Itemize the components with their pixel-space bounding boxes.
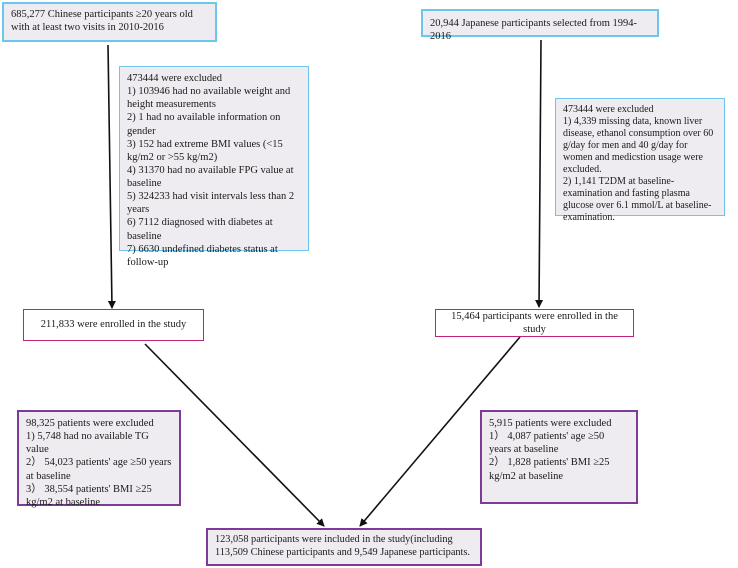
chinese-excluded-item: 7) 6630 undefined diabetes status at fol… <box>127 243 278 268</box>
chinese-excluded-item: 6) 7112 diagnosed with diabetes at basel… <box>127 217 273 242</box>
chinese-excluded2-item: 1) 5,748 had no available TG value <box>26 431 149 456</box>
final-included-text: 123,058 participants were included in th… <box>215 534 470 558</box>
chinese-excluded-item: 2) 1 had no available information on gen… <box>127 112 281 137</box>
japanese-enrolled-box: 15,464 participants were enrolled in the… <box>435 309 634 337</box>
chinese-excluded-header: 473444 were excluded <box>127 73 223 84</box>
japanese-start-box: 20,944 Japanese participants selected fr… <box>421 9 659 42</box>
chinese-enrolled-text: 211,833 were enrolled in the study <box>40 319 187 331</box>
japanese-excluded-header: 473444 were excluded <box>563 104 654 115</box>
arrow-japanese-enrolled-to-final <box>359 336 521 527</box>
chinese-start-box: 685,277 Chinese participants ≥20 years o… <box>2 2 217 42</box>
japanese-excluded-item: 2) 1,141 T2DM at baseline-examination an… <box>563 176 712 223</box>
japanese-excluded2-item: 2） 1,828 patients' BMI ≥25 kg/m2 at base… <box>489 457 610 482</box>
chinese-excluded-item: 5) 324233 had visit intervals less than … <box>127 191 295 216</box>
chinese-excluded-item: 1) 103946 had no available weight and he… <box>127 86 291 111</box>
chinese-excluded2-item: 2） 54,023 patients' age ≥50 years at bas… <box>26 457 172 482</box>
japanese-excluded-box: 473444 were excluded 1) 4,339 missing da… <box>555 98 725 223</box>
arrow-chinese-start-to-enrolled <box>107 44 116 309</box>
chinese-excluded-item: 3) 152 had extreme BMI values (<15 kg/m2… <box>127 138 283 163</box>
chinese-excluded2-header: 98,325 patients were excluded <box>26 418 154 429</box>
japanese-start-text: 20,944 Japanese participants selected fr… <box>430 18 638 43</box>
chinese-excluded2-item: 3） 38,554 patients' BMI ≥25 kg/m2 at bas… <box>26 483 152 508</box>
japanese-excluded2-header: 5,915 patients were excluded <box>489 418 612 429</box>
japanese-excluded2-box: 5,915 patients were excluded 1） 4,087 pa… <box>480 410 638 504</box>
final-included-box: 123,058 participants were included in th… <box>206 528 482 566</box>
chinese-excluded2-box: 98,325 patients were excluded 1) 5,748 h… <box>17 410 181 508</box>
japanese-excluded2-item: 1） 4,087 patients' age ≥50 years at base… <box>489 431 605 456</box>
japanese-excluded-item: 1) 4,339 missing data, known liver disea… <box>563 116 714 175</box>
chinese-start-text: 685,277 Chinese participants ≥20 years o… <box>11 9 193 34</box>
japanese-enrolled-text: 15,464 participants were enrolled in the… <box>451 310 618 335</box>
chinese-excluded-box: 473444 were excluded 1) 103946 had no av… <box>119 66 309 268</box>
arrow-japanese-start-to-enrolled <box>535 39 544 308</box>
chinese-excluded-item: 4) 31370 had no available FPG value at b… <box>127 164 294 189</box>
arrow-chinese-enrolled-to-final <box>144 343 325 527</box>
chinese-enrolled-box: 211,833 were enrolled in the study <box>23 309 204 341</box>
